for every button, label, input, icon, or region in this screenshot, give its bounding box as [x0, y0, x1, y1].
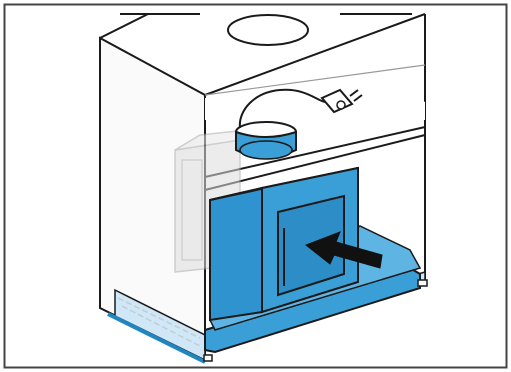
cabinet-top-edge-left	[100, 14, 148, 38]
appliance-body-side	[210, 188, 262, 320]
top-vent-opening	[228, 15, 308, 45]
duct-inner	[240, 141, 292, 159]
cabinet-foot-front	[204, 355, 212, 361]
cabinet-foot-right	[418, 280, 427, 286]
cabinet-shelf	[205, 70, 425, 120]
